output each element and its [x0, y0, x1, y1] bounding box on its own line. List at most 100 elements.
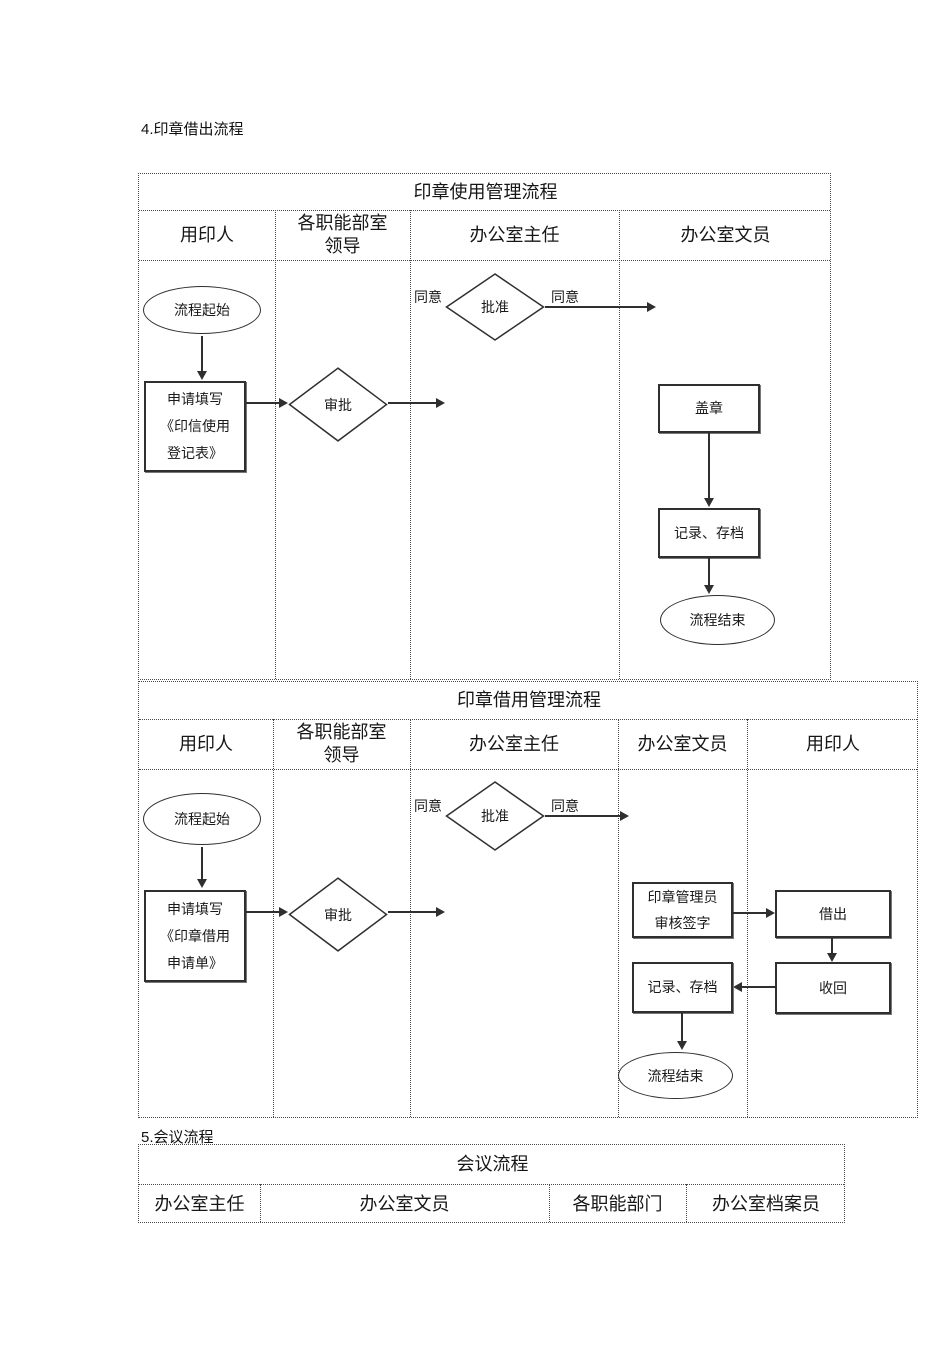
flow2-record-box: 记录、存档: [632, 962, 733, 1013]
flow1-agree-left-label: 同意: [414, 289, 442, 305]
seal-use-col-header-3: 办公室主任: [469, 224, 560, 245]
box-line-2: 《印信使用: [160, 418, 230, 434]
box-line-1: 申请填写: [167, 900, 223, 917]
box-line-1: 借出: [819, 905, 847, 922]
flow2-retrieve-to-record-arrow: [733, 981, 775, 993]
arrow-head: [620, 811, 629, 821]
ellipse-label: 流程起始: [174, 302, 230, 318]
diamond-label: 批准: [481, 808, 509, 824]
diamond-shape: [445, 781, 545, 851]
box-line-2: 《印章借用: [160, 927, 230, 944]
box-line-1: 申请填写: [167, 391, 223, 407]
column-divider: [275, 210, 276, 679]
flow2-manager-box: 印章管理员 审核签字: [632, 882, 733, 938]
flow1-approve-diamond: 批准: [445, 273, 545, 341]
arrow-shaft: [388, 911, 437, 913]
header-text: 各职能部室 领导: [298, 212, 388, 258]
flow2-agree-right-label: 同意: [551, 798, 579, 814]
diamond-shape: [445, 273, 545, 341]
box-line-1: 盖章: [695, 400, 723, 416]
arrow-shaft: [246, 402, 280, 404]
box-line-1: 收回: [819, 979, 847, 996]
box-line-1: 记录、存档: [647, 979, 718, 995]
header-line-2: 领导: [323, 745, 360, 765]
arrow-head: [677, 1041, 687, 1050]
flow1-end-ellipse: 流程结束: [660, 595, 775, 645]
column-divider: [618, 719, 619, 1117]
flow1-start-ellipse: 流程起始: [143, 286, 261, 334]
arrow-head: [827, 953, 837, 962]
section-heading-4: 4.印章借出流程: [141, 121, 244, 138]
flow2-lend-box: 借出: [775, 890, 891, 938]
arrow-head: [436, 907, 445, 917]
column-divider: [410, 210, 411, 679]
arrow-shaft: [681, 1013, 683, 1042]
meeting-col-header-1: 办公室主任: [154, 1193, 245, 1214]
seal-use-col-header-4: 办公室文员: [680, 224, 771, 245]
ellipse-label: 流程结束: [689, 612, 746, 628]
seal-borrow-col-header-5: 用印人: [806, 733, 860, 754]
arrow-shaft: [741, 986, 775, 988]
box-line-3: 登记表》: [167, 445, 223, 461]
ellipse-label: 流程结束: [647, 1067, 704, 1084]
flow1-record-to-end-arrow: [703, 558, 715, 594]
flow2-agree-left-label: 同意: [414, 798, 442, 814]
box-line-3: 申请单》: [167, 954, 223, 971]
seal-use-col-header-2: 各职能部室 领导: [275, 210, 410, 260]
flow2-approve-diamond: 批准: [445, 781, 545, 851]
diamond-label: 审批: [324, 396, 352, 413]
column-divider: [260, 1184, 261, 1222]
arrow-head: [197, 879, 207, 888]
diamond-label: 批准: [481, 299, 509, 315]
arrow-head: [197, 371, 207, 380]
flow2-apply-to-review-arrow: [246, 906, 288, 918]
flow1-apply-box: 申请填写 《印信使用 登记表》: [144, 381, 246, 472]
flow1-agree-right-label: 同意: [551, 289, 579, 305]
arrow-head: [279, 907, 288, 917]
flow1-stamp-box: 盖章: [658, 384, 760, 433]
box-line-1: 记录、存档: [674, 524, 744, 541]
arrow-shaft: [201, 847, 203, 880]
arrow-shaft: [733, 912, 767, 914]
meeting-col-header-3: 各职能部门: [572, 1193, 663, 1214]
arrow-head: [647, 302, 656, 312]
column-divider: [619, 210, 620, 679]
column-divider: [410, 719, 411, 1117]
row-divider: [139, 719, 917, 720]
flow2-manager-to-lend-arrow: [733, 907, 775, 919]
flow2-start-ellipse: 流程起始: [143, 793, 261, 845]
seal-borrow-table: 印章借用管理流程 用印人 各职能部室 领导 办公室主任 办公室文员 用印人: [138, 681, 918, 1118]
row-divider: [139, 769, 917, 770]
column-divider: [549, 1184, 550, 1222]
seal-use-table-title: 印章使用管理流程: [413, 181, 558, 202]
diamond-label: 审批: [324, 906, 352, 923]
ellipse-label: 流程起始: [174, 811, 230, 827]
meeting-table: 会议流程 办公室主任 办公室文员 各职能部门 办公室档案员: [138, 1144, 845, 1223]
row-divider: [139, 210, 830, 211]
flow2-retrieve-box: 收回: [775, 962, 891, 1014]
flow1-review-out-arrow: [388, 397, 445, 409]
flow2-end-ellipse: 流程结束: [618, 1052, 733, 1099]
seal-use-col-header-1: 用印人: [180, 224, 234, 245]
arrow-shaft: [545, 306, 648, 308]
flow2-apply-box: 申请填写 《印章借用 申请单》: [144, 890, 246, 982]
arrow-head: [704, 585, 714, 594]
meeting-col-header-4: 办公室档案员: [712, 1193, 820, 1214]
flow1-record-box: 记录、存档: [658, 508, 760, 558]
arrow-head: [279, 398, 288, 408]
seal-borrow-col-header-2: 各职能部室 领导: [273, 719, 410, 769]
arrow-shaft: [545, 815, 621, 817]
diamond-shape: [288, 367, 388, 442]
column-divider: [747, 719, 748, 1117]
flow2-start-to-apply-arrow: [196, 847, 208, 888]
flow2-review-out-arrow: [388, 906, 445, 918]
flow1-review-diamond: 审批: [288, 367, 388, 442]
flow1-apply-to-review-arrow: [246, 397, 288, 409]
header-text: 各职能部室 领导: [297, 721, 387, 767]
header-line-1: 各职能部室: [297, 213, 388, 233]
arrow-shaft: [708, 558, 710, 586]
arrow-shaft: [708, 433, 710, 499]
arrow-head: [436, 398, 445, 408]
arrow-shaft: [246, 911, 280, 913]
